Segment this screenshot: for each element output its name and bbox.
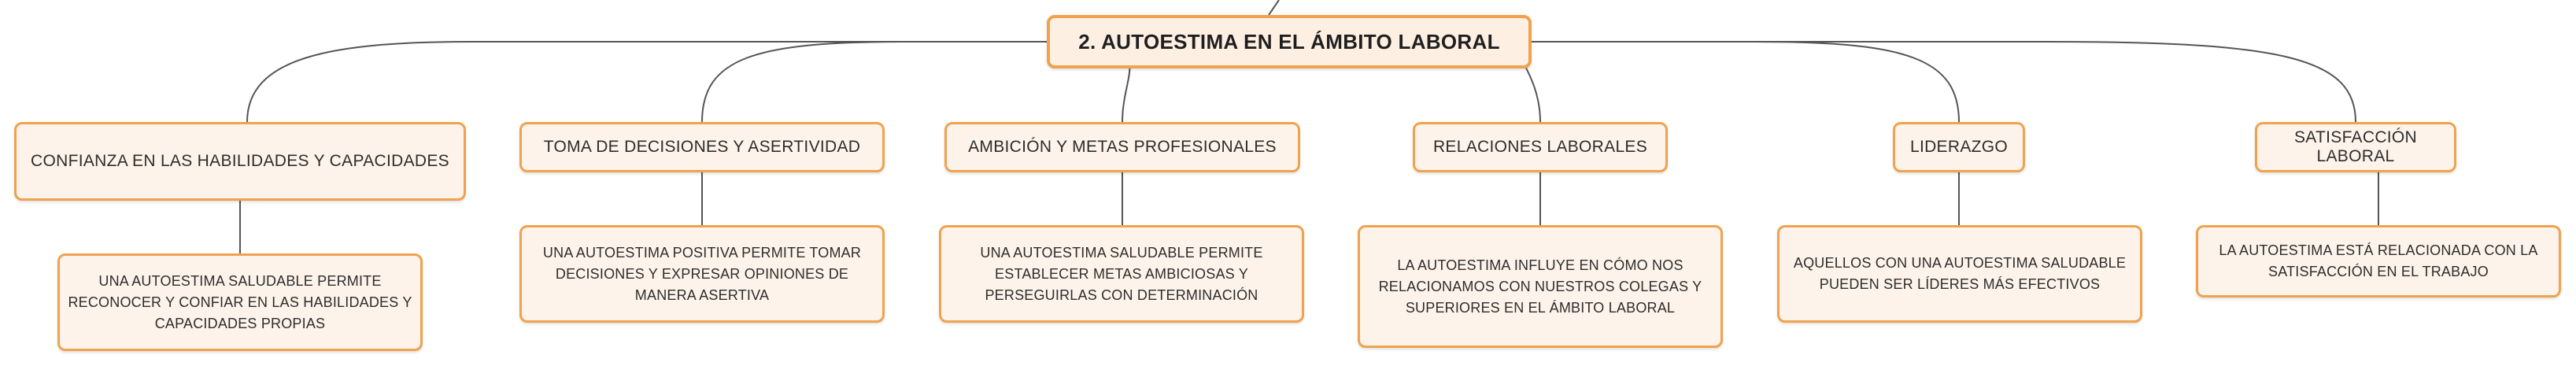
topic-label: SATISFACCIÓN LABORAL [2293, 128, 2418, 165]
topic-label: CONFIANZA EN LAS HABILIDADES Y CAPACIDAD… [31, 152, 449, 170]
detail-line: UNA AUTOESTIMA SALUDABLE PERMITE [980, 244, 1263, 261]
detail-node-confianza[interactable]: UNA AUTOESTIMA SALUDABLE PERMITE RECONOC… [57, 253, 423, 351]
detail-node-liderazgo[interactable]: AQUELLOS CON UNA AUTOESTIMA SALUDABLE PU… [1777, 225, 2142, 323]
detail-line: ESTABLECER METAS AMBICIOSAS Y [995, 265, 1248, 282]
detail-line: UNA AUTOESTIMA SALUDABLE PERMITE [98, 272, 382, 289]
detail-node-satisfaccion[interactable]: LA AUTOESTIMA ESTÁ RELACIONADA CON LA SA… [2196, 225, 2561, 298]
topic-label: AMBICIÓN Y METAS PROFESIONALES [968, 138, 1277, 156]
detail-line: CAPACIDADES PROPIAS [154, 315, 326, 331]
root-label: 2. AUTOESTIMA EN EL ÁMBITO LABORAL [1078, 29, 1500, 54]
topic-node-decisiones[interactable]: TOMA DE DECISIONES Y ASERTIVIDAD [519, 122, 885, 172]
root-to-topic-connector [701, 41, 1047, 123]
topic-node-confianza[interactable]: CONFIANZA EN LAS HABILIDADES Y CAPACIDAD… [14, 122, 466, 201]
root-to-topic-connector [246, 41, 1047, 123]
detail-line: AQUELLOS CON UNA AUTOESTIMA SALUDABLE [1793, 255, 2127, 271]
detail-line: UNA AUTOESTIMA POSITIVA PERMITE TOMAR [542, 244, 862, 261]
topic-node-liderazgo[interactable]: LIDERAZGO [1893, 122, 2025, 172]
root-to-topic-connector [1532, 41, 2356, 123]
detail-line: LA AUTOESTIMA ESTÁ RELACIONADA CON LA [2219, 242, 2538, 258]
detail-line: PERSEGUIRLAS CON DETERMINACIÓN [985, 287, 1258, 303]
detail-node-ambicion[interactable]: UNA AUTOESTIMA SALUDABLE PERMITE ESTABLE… [939, 225, 1304, 323]
detail-line: DECISIONES Y EXPRESAR OPINIONES DE [555, 265, 849, 282]
detail-line: LA AUTOESTIMA INFLUYE EN CÓMO NOS [1397, 257, 1683, 273]
topic-node-ambicion[interactable]: AMBICIÓN Y METAS PROFESIONALES [944, 122, 1300, 172]
detail-node-relaciones[interactable]: LA AUTOESTIMA INFLUYE EN CÓMO NOS RELACI… [1358, 225, 1723, 348]
root-node[interactable]: 2. AUTOESTIMA EN EL ÁMBITO LABORAL [1047, 15, 1532, 68]
parent-connector [1268, 0, 1280, 16]
detail-line: SUPERIORES EN EL ÁMBITO LABORAL [1405, 299, 1676, 316]
topic-label: LIDERAZGO [1909, 138, 2009, 156]
detail-line: MANERA ASERTIVA [634, 287, 770, 303]
topic-label: RELACIONES LABORALES [1432, 138, 1648, 156]
detail-line: RECONOCER Y CONFIAR EN LAS HABILIDADES Y [68, 294, 412, 310]
root-to-topic-connector [1532, 41, 1960, 123]
detail-line: PUEDEN SER LÍDERES MÁS EFECTIVOS [1819, 276, 2101, 292]
detail-line: SATISFACCIÓN EN EL TRABAJO [2268, 264, 2489, 279]
detail-node-decisiones[interactable]: UNA AUTOESTIMA POSITIVA PERMITE TOMAR DE… [519, 225, 885, 323]
topic-label: TOMA DE DECISIONES Y ASERTIVIDAD [543, 138, 861, 156]
topic-node-satisfaccion[interactable]: SATISFACCIÓN LABORAL [2255, 122, 2456, 172]
topic-node-relaciones[interactable]: RELACIONES LABORALES [1413, 122, 1668, 172]
detail-line: RELACIONAMOS CON NUESTROS COLEGAS Y [1378, 278, 1702, 294]
